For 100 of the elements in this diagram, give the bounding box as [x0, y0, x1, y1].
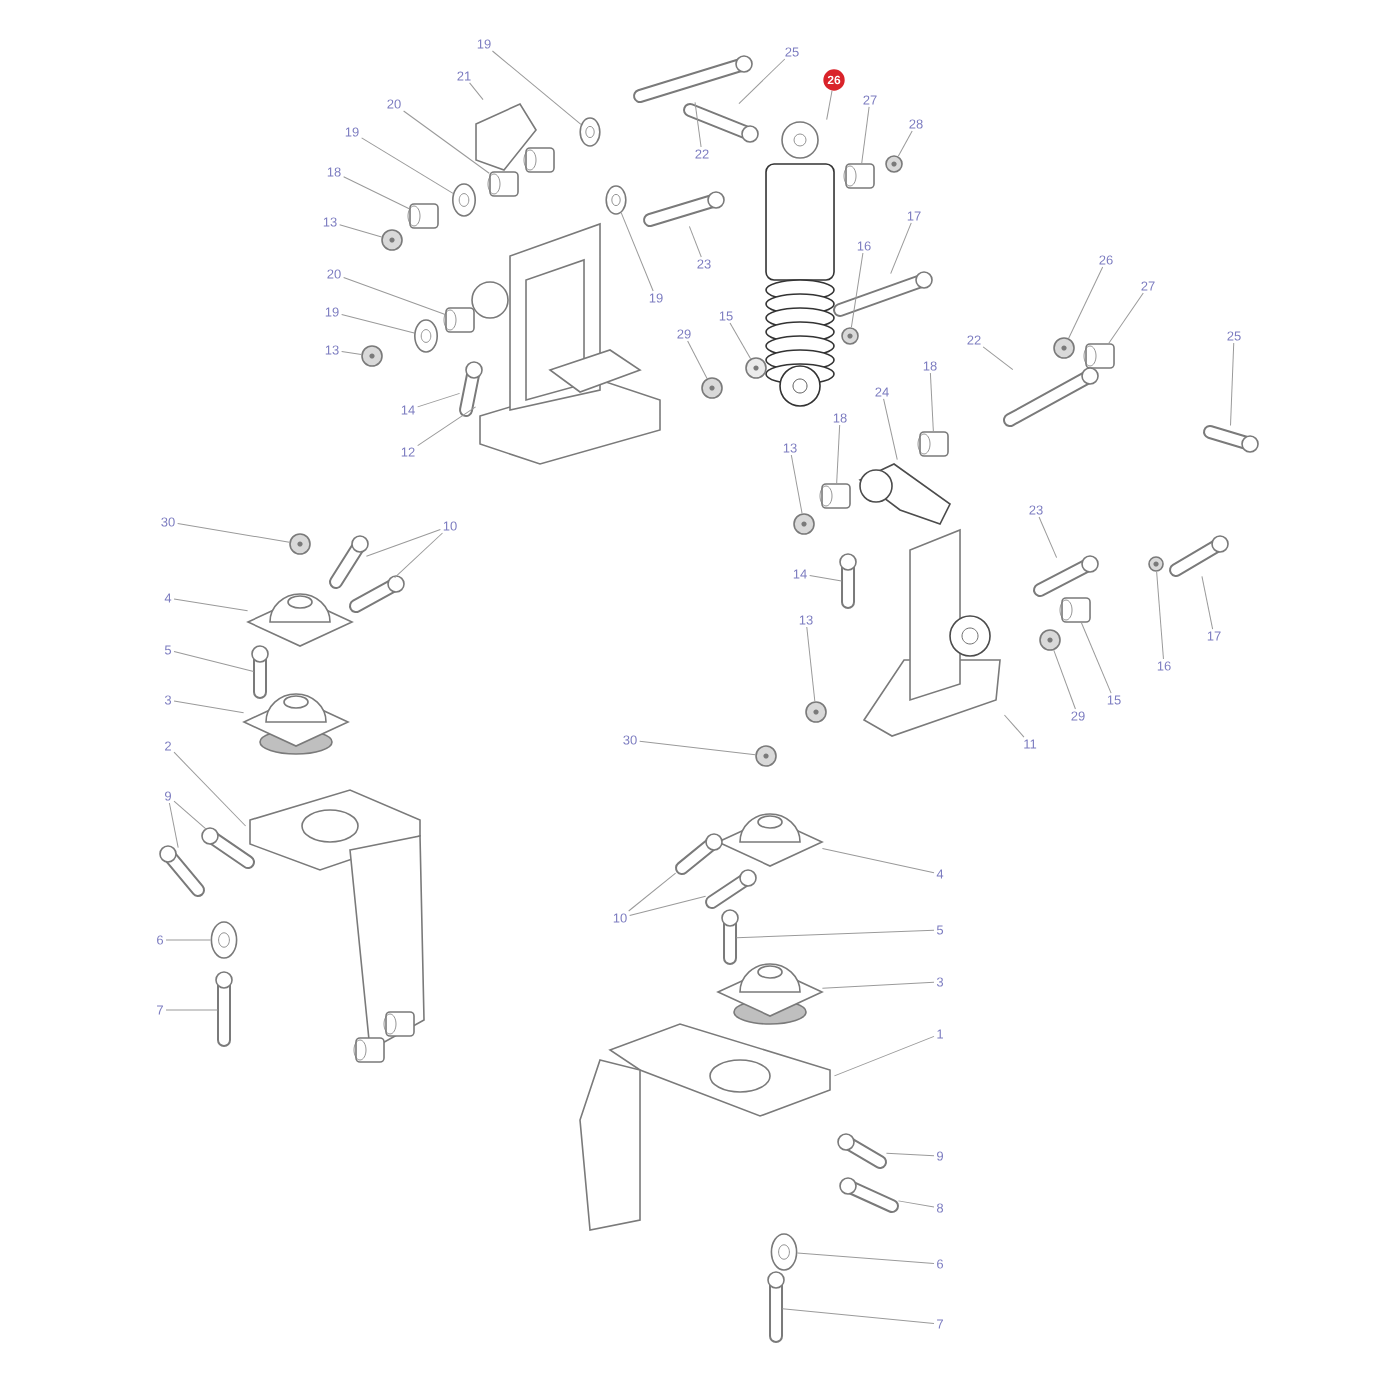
bolt — [349, 575, 405, 613]
bolt — [683, 103, 759, 143]
leader-line — [341, 350, 362, 355]
bushing — [1059, 597, 1091, 623]
leader-line — [833, 1035, 935, 1077]
shock-absorber — [765, 121, 835, 407]
bushing — [843, 163, 875, 189]
leader-line — [883, 398, 898, 461]
leader-line — [729, 322, 752, 360]
bolt — [1203, 425, 1259, 453]
leader-line — [629, 895, 707, 917]
leader-line — [790, 454, 803, 514]
leader-line — [850, 252, 864, 328]
leader-line — [365, 529, 441, 557]
nut — [381, 229, 403, 251]
washer — [605, 185, 627, 215]
leader-line — [861, 106, 870, 164]
nut — [1039, 629, 1061, 651]
nut — [755, 745, 777, 767]
leader-line — [821, 847, 935, 874]
leader-line — [897, 1200, 935, 1208]
washer — [452, 183, 476, 217]
leader-line — [1003, 714, 1025, 738]
leader-line — [836, 424, 841, 484]
leader-line — [738, 58, 786, 105]
nut — [701, 377, 723, 399]
bolt — [767, 1271, 785, 1343]
bolt — [251, 645, 269, 699]
leader-line — [687, 340, 708, 379]
leader-line — [177, 523, 290, 543]
leader-line — [1053, 649, 1076, 710]
leader-line — [1230, 342, 1235, 427]
nut — [1148, 556, 1164, 572]
leader-line — [821, 981, 935, 989]
bolt — [201, 827, 255, 869]
leader-line — [173, 751, 247, 827]
leader-line — [809, 575, 843, 582]
leader-line — [165, 939, 212, 941]
bushing — [443, 307, 475, 333]
leader-line — [173, 800, 208, 831]
bolt — [833, 271, 933, 317]
leader-line — [781, 1308, 935, 1324]
leader-line — [735, 929, 935, 939]
leader-line — [639, 740, 756, 756]
bracket — [249, 789, 425, 1063]
bolt — [329, 535, 369, 589]
leader-line — [341, 313, 415, 334]
leader-line — [417, 406, 477, 447]
leader-line — [929, 372, 934, 432]
leader-line — [339, 224, 383, 238]
leader-line — [1068, 266, 1104, 339]
nut — [885, 155, 903, 173]
leader-line — [982, 346, 1014, 371]
nut — [805, 701, 827, 723]
leader-line — [1080, 622, 1112, 694]
leader-line — [1108, 292, 1144, 344]
leader-line — [343, 277, 446, 316]
bolt — [705, 869, 757, 909]
leader-line — [491, 50, 582, 125]
nut — [289, 533, 311, 555]
nut — [793, 513, 815, 535]
leader-line — [688, 225, 702, 258]
bolt — [675, 833, 723, 875]
nut — [1053, 337, 1075, 359]
bolt — [159, 845, 205, 897]
washer — [579, 117, 601, 147]
spacer — [745, 357, 767, 379]
leader-line — [628, 872, 677, 912]
leader-line — [1038, 516, 1058, 559]
bolt — [215, 971, 233, 1047]
bolt — [1033, 555, 1099, 597]
leader-line — [890, 222, 912, 275]
leader-line — [897, 130, 913, 157]
bolt — [633, 55, 753, 103]
bolt — [839, 553, 857, 609]
bracket — [471, 222, 661, 465]
leader-line — [796, 1252, 935, 1265]
bolt — [643, 191, 725, 227]
bushing — [819, 483, 851, 509]
leader-line — [361, 137, 454, 194]
leader-line — [1156, 571, 1164, 660]
leader-line — [403, 110, 490, 174]
leader-line — [885, 1152, 935, 1157]
leader-line — [417, 392, 461, 408]
bushing — [917, 431, 949, 457]
leader-line — [620, 212, 654, 292]
bushing — [407, 203, 439, 229]
leader-line — [165, 1009, 219, 1011]
bolt — [1003, 367, 1099, 427]
nut — [361, 345, 383, 367]
bolt — [1169, 535, 1229, 577]
leader-line — [1201, 575, 1214, 630]
washer — [414, 319, 438, 353]
washer — [210, 921, 238, 959]
leader-line — [343, 176, 410, 210]
leader-line — [469, 82, 484, 101]
bolt — [459, 361, 483, 417]
bushing — [487, 171, 519, 197]
nut — [841, 327, 859, 345]
bolt — [837, 1133, 887, 1169]
